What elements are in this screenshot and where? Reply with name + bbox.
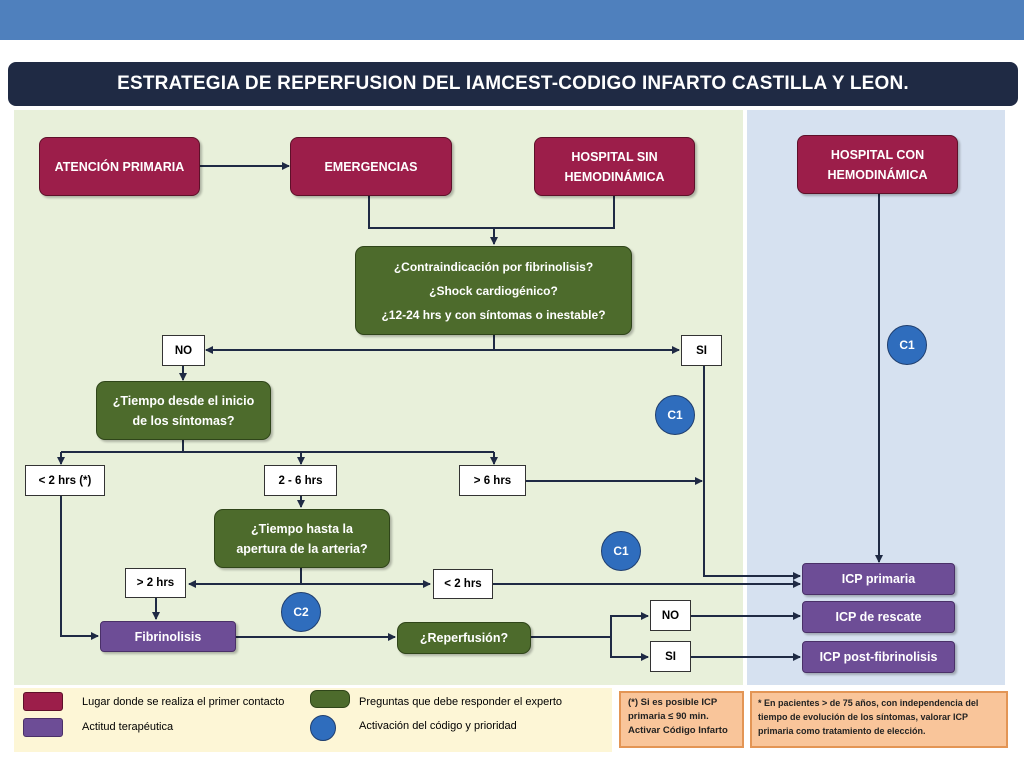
question-tiempo-inicio-sintomas: ¿Tiempo desde el inicio de los síntomas? [96, 381, 271, 440]
arrow-emergencias-question [368, 195, 615, 229]
decision-si: SI [681, 335, 722, 366]
legend-label-preguntas: Preguntas que debe responder el experto [359, 696, 563, 708]
action-icp-post-fibrinolisis: ICP post-fibrinolisis [802, 641, 955, 673]
action-icp-primaria: ICP primaria [802, 563, 955, 595]
arrow-si-icp-primaria [703, 366, 801, 580]
legend-swatch-green [310, 690, 350, 708]
node-atencion-primaria: ATENCIÓN PRIMARIA [39, 137, 200, 196]
node-hospital-con-hemodinamica: HOSPITAL CON HEMODINÁMICA [797, 135, 958, 194]
question-tiempo-apertura-arteria: ¿Tiempo hasta la apertura de la arteria? [214, 509, 390, 568]
node-emergencias: EMERGENCIAS [290, 137, 452, 196]
legend-label-actitud: Actitud terapéutica [82, 721, 174, 733]
action-fibrinolisis: Fibrinolisis [100, 621, 236, 652]
action-icp-rescate: ICP de rescate [802, 601, 955, 633]
legend-label-activacion: Activación del código y prioridad [359, 720, 517, 732]
question-contraindicacion: ¿Contraindicación por fibrinolisis? ¿Sho… [355, 246, 632, 335]
code-circle-c1-hospital: C1 [887, 325, 927, 365]
decision-reperfusion-no: NO [650, 600, 691, 631]
decision-lt-2-hrs: < 2 hrs [433, 569, 493, 599]
arrow-lt2-fibrinolisis [60, 496, 99, 640]
decision-reperfusion-si: SI [650, 641, 691, 672]
question-reperfusion: ¿Reperfusión? [397, 622, 531, 654]
decision-gt-2-hrs: > 2 hrs [125, 568, 186, 598]
top-banner [0, 0, 1024, 40]
arrow-to-si2 [610, 637, 649, 661]
decision-2-6-hrs: 2 - 6 hrs [264, 465, 337, 496]
code-circle-c1-lt2: C1 [601, 531, 641, 571]
legend-swatch-purple [23, 718, 63, 737]
legend: Lugar donde se realiza el primer contact… [14, 688, 612, 752]
code-circle-c1-si: C1 [655, 395, 695, 435]
legend-swatch-circle [310, 715, 336, 741]
node-hospital-sin-hemodinamica: HOSPITAL SIN HEMODINÁMICA [534, 137, 695, 196]
decision-gt-6-hrs: > 6 hrs [459, 465, 526, 496]
decision-no: NO [162, 335, 205, 366]
code-circle-c2: C2 [281, 592, 321, 632]
note-icp-primaria-90min: (*) Si es posible ICP primaria ≤ 90 min.… [619, 691, 744, 748]
arrow-to-no2 [610, 612, 649, 637]
note-pacientes-75: * En pacientes > de 75 años, con indepen… [750, 691, 1008, 748]
page-title: ESTRATEGIA DE REPERFUSION DEL IAMCEST-CO… [8, 62, 1018, 106]
legend-label-primer-contacto: Lugar donde se realiza el primer contact… [82, 696, 285, 708]
decision-lt-2-hrs-asterisk: < 2 hrs (*) [25, 465, 105, 496]
legend-swatch-red [23, 692, 63, 711]
